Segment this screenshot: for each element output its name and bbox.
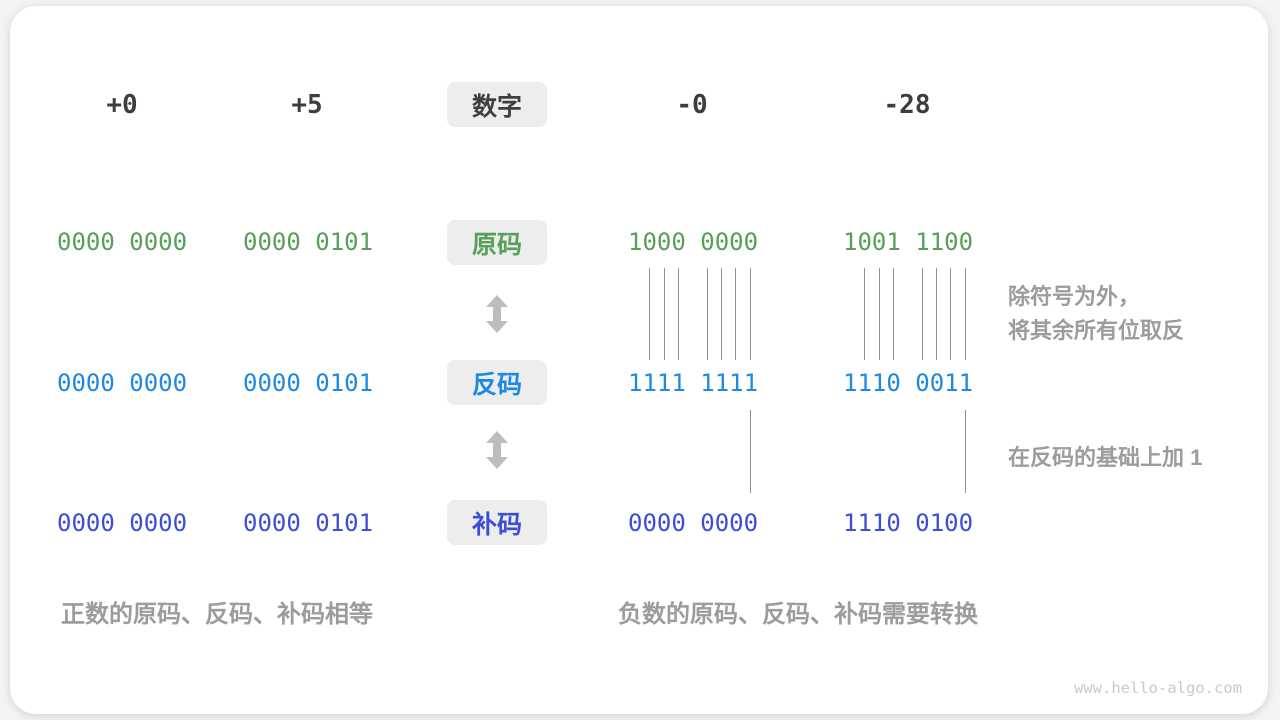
number-header-minus28: -28	[883, 90, 931, 120]
bit-line	[750, 268, 751, 360]
caption-positive-numbers: 正数的原码、反码、补码相等	[61, 601, 373, 628]
sign-magnitude-plus0: 0000 0000	[57, 228, 188, 256]
bit-line	[649, 268, 650, 360]
annotation-invert-line2: 将其余所有位取反	[1008, 318, 1185, 343]
ones-complement-plus5: 0000 0101	[243, 369, 374, 397]
number-header-minus0: -0	[676, 90, 708, 120]
annotation-add-one: 在反码的基础上加 1	[1008, 445, 1203, 470]
column-label-number: 数字	[447, 82, 547, 127]
up-down-arrow-icon	[486, 295, 508, 333]
row-label-sign-magnitude: 原码	[447, 220, 547, 265]
bit-line	[664, 268, 665, 360]
bit-line	[707, 268, 708, 360]
site-watermark: www.hello-algo.com	[1074, 679, 1242, 697]
bit-line	[950, 268, 951, 360]
sign-magnitude-plus5: 0000 0101	[243, 228, 374, 256]
bit-line	[936, 268, 937, 360]
diagram-card	[10, 6, 1268, 714]
annotation-invert-line1: 除符号为外，	[1008, 284, 1141, 309]
sign-magnitude-minus0: 1000 0000	[628, 228, 759, 256]
bit-line	[864, 268, 865, 360]
row-label-twos-complement: 补码	[447, 500, 547, 545]
add-one-line-minus0	[750, 410, 751, 493]
twos-complement-minus28: 1110 0100	[843, 509, 974, 537]
bit-line	[922, 268, 923, 360]
caption-negative-numbers: 负数的原码、反码、补码需要转换	[618, 601, 978, 628]
ones-complement-minus0: 1111 1111	[628, 369, 759, 397]
number-header-plus0: +0	[106, 90, 138, 120]
row-label-ones-complement: 反码	[447, 360, 547, 405]
ones-complement-minus28: 1110 0011	[843, 369, 974, 397]
number-header-plus5: +5	[291, 90, 323, 120]
twos-complement-plus5: 0000 0101	[243, 509, 374, 537]
bit-line	[879, 268, 880, 360]
bit-line	[678, 268, 679, 360]
twos-complement-minus0: 0000 0000	[628, 509, 759, 537]
sign-magnitude-minus28: 1001 1100	[843, 228, 974, 256]
bit-line	[721, 268, 722, 360]
bit-line	[735, 268, 736, 360]
bit-line	[965, 268, 966, 360]
twos-complement-plus0: 0000 0000	[57, 509, 188, 537]
add-one-line-minus28	[965, 410, 966, 493]
up-down-arrow-icon	[486, 431, 508, 469]
ones-complement-plus0: 0000 0000	[57, 369, 188, 397]
bit-line	[893, 268, 894, 360]
